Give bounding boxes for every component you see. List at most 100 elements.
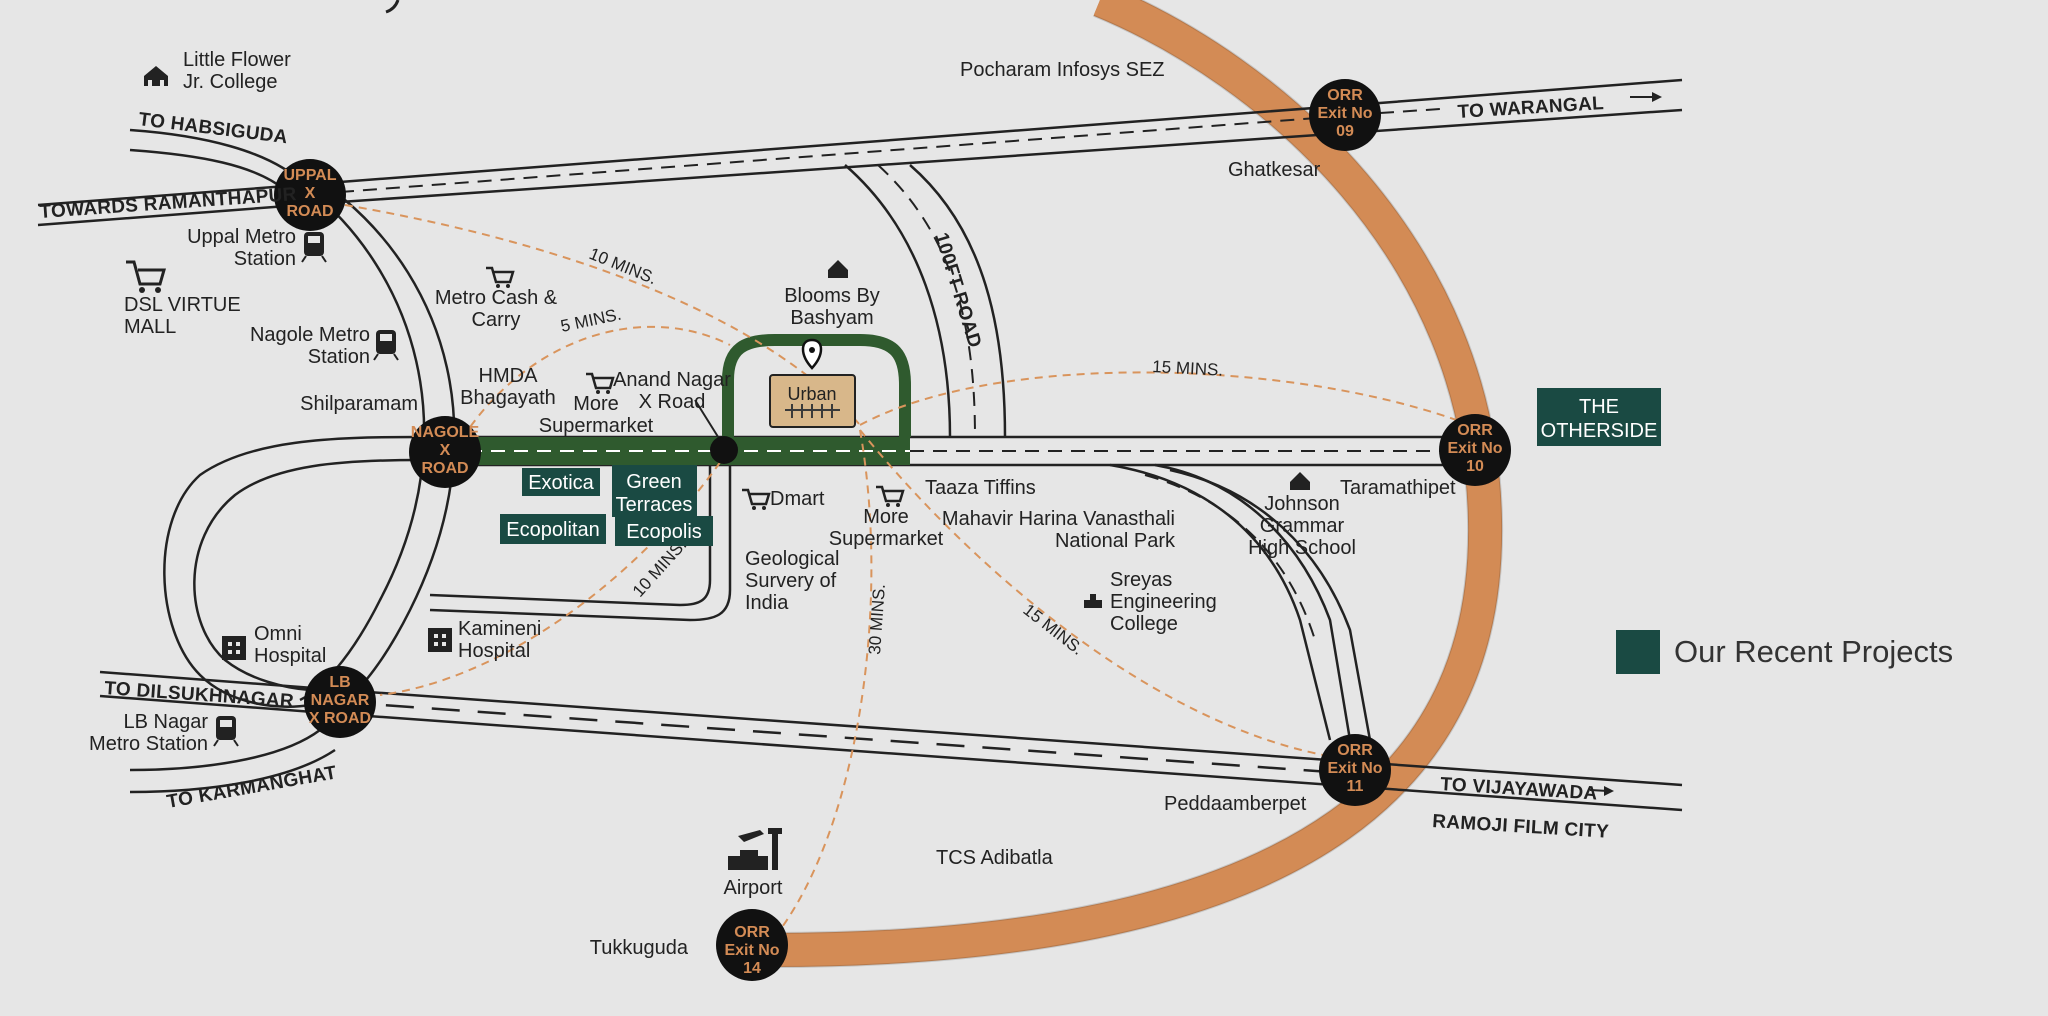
label-towards-ramanthapur: TOWARDS RAMANTHAPUR xyxy=(39,184,297,223)
node-orr-14: ORR Exit No 14 xyxy=(716,909,788,981)
svg-text:Ecopolis: Ecopolis xyxy=(626,521,702,543)
orr11-connector xyxy=(1109,463,1372,741)
svg-text:OTHERSIDE: OTHERSIDE xyxy=(1541,420,1658,442)
svg-text:Metro Cash &: Metro Cash & xyxy=(435,287,558,309)
svg-text:09: 09 xyxy=(1336,123,1354,140)
svg-text:Grammar: Grammar xyxy=(1260,515,1345,537)
svg-text:Engineering: Engineering xyxy=(1110,591,1217,613)
svg-text:Green: Green xyxy=(626,471,682,493)
svg-text:Station: Station xyxy=(308,346,370,368)
urban-logo-text: Urban xyxy=(787,384,836,404)
place-hmda: HMDA Bhagayath xyxy=(460,365,556,409)
svg-text:Terraces: Terraces xyxy=(616,494,693,516)
college-icon xyxy=(1084,594,1102,608)
svg-text:Survery of: Survery of xyxy=(745,570,837,592)
svg-text:Kamineni: Kamineni xyxy=(458,618,541,640)
svg-text:X Road: X Road xyxy=(639,391,706,413)
place-dsl-mall: DSL VIRTUE MALL xyxy=(124,260,241,338)
school-icon xyxy=(144,66,168,86)
svg-text:College: College xyxy=(1110,613,1178,635)
metro-train-icon xyxy=(301,232,327,263)
shopping-cart-icon xyxy=(486,266,515,288)
location-pin-icon xyxy=(801,338,823,370)
svg-text:More: More xyxy=(863,506,909,528)
hospital-icon xyxy=(428,628,452,652)
svg-text:LB Nagar: LB Nagar xyxy=(124,711,209,733)
place-mahavir: Mahavir Harina Vanasthali National Park xyxy=(942,508,1176,552)
project-ecopolitan: Ecopolitan xyxy=(500,514,606,544)
node-nagole: NAGOLE X ROAD xyxy=(409,416,481,488)
metro-train-icon xyxy=(373,330,399,361)
project-ecopolis: Ecopolis xyxy=(615,516,713,546)
place-tukkuguda: Tukkuguda xyxy=(590,937,689,959)
svg-text:Exit No: Exit No xyxy=(1447,440,1502,457)
shopping-cart-icon xyxy=(126,260,166,293)
time-airport: 30 MINS. xyxy=(865,583,889,655)
svg-text:Exit No: Exit No xyxy=(724,942,779,959)
svg-text:Anand Nagar: Anand Nagar xyxy=(613,369,731,391)
legend-label: Our Recent Projects xyxy=(1674,634,1954,669)
project-exotica: Exotica xyxy=(522,468,600,496)
legend-swatch xyxy=(1616,630,1660,674)
project-route xyxy=(445,334,911,465)
svg-text:Nagole Metro: Nagole Metro xyxy=(250,324,370,346)
place-anand-nagar: Anand Nagar X Road xyxy=(613,369,731,413)
svg-text:Mahavir Harina Vanasthali: Mahavir Harina Vanasthali xyxy=(942,508,1175,530)
place-tcs-adibatla: TCS Adibatla xyxy=(936,847,1054,869)
hospital-icon xyxy=(222,636,246,660)
node-lbnagar: LB NAGAR X ROAD xyxy=(304,666,376,738)
svg-text:LB: LB xyxy=(329,674,350,691)
svg-text:Carry: Carry xyxy=(472,309,521,331)
time-uppal: 10 MINS. xyxy=(587,244,660,288)
svg-text:ROAD: ROAD xyxy=(286,203,333,220)
svg-text:10: 10 xyxy=(1466,458,1484,475)
anand-nagar-junction xyxy=(710,436,738,464)
node-uppal: UPPAL X ROAD xyxy=(274,159,346,231)
project-green-terraces: Green Terraces xyxy=(612,465,697,517)
svg-text:Omni: Omni xyxy=(254,623,302,645)
svg-text:Exit No: Exit No xyxy=(1327,760,1382,777)
time-orr11: 15 MINS. xyxy=(1020,600,1088,659)
svg-text:Exotica: Exotica xyxy=(528,472,594,494)
airport-icon xyxy=(728,828,782,870)
svg-text:X ROAD: X ROAD xyxy=(309,710,371,727)
svg-text:ORR: ORR xyxy=(1337,742,1373,759)
school-icon xyxy=(1290,472,1310,490)
place-taramathipet: Taramathipet xyxy=(1340,477,1456,499)
svg-text:Exit No: Exit No xyxy=(1317,105,1372,122)
svg-text:ORR: ORR xyxy=(1327,87,1363,104)
svg-text:THE: THE xyxy=(1579,396,1619,418)
place-more-supermarket-1: More Supermarket xyxy=(539,372,654,437)
place-dmart: Dmart xyxy=(742,488,825,510)
place-peddaamberpet: Peddaamberpet xyxy=(1164,793,1307,815)
svg-text:14: 14 xyxy=(743,960,761,977)
place-metro-cash-carry: Metro Cash & Carry xyxy=(435,266,558,331)
legend: Our Recent Projects xyxy=(1616,630,1953,674)
svg-text:MALL: MALL xyxy=(124,316,176,338)
time-routes xyxy=(344,204,1471,931)
project-the-otherside: THE OTHERSIDE xyxy=(1537,388,1661,446)
svg-text:Little Flower: Little Flower xyxy=(183,49,291,71)
nagole-loop xyxy=(163,435,421,708)
label-to-warangal: TO WARANGAL xyxy=(1457,93,1605,123)
karmanghat-road xyxy=(129,728,336,794)
svg-text:Hospital: Hospital xyxy=(254,645,326,667)
svg-text:National Park: National Park xyxy=(1055,530,1176,552)
place-little-flower: Little Flower Jr. College xyxy=(144,49,291,93)
svg-text:India: India xyxy=(745,592,789,614)
place-taaza-tiffins: Taaza Tiffins xyxy=(925,477,1036,499)
school-icon xyxy=(828,260,848,278)
svg-text:Metro Station: Metro Station xyxy=(89,733,208,755)
svg-text:Sreyas: Sreyas xyxy=(1110,569,1172,591)
place-uppal-metro: Uppal Metro Station xyxy=(187,226,327,270)
svg-text:High School: High School xyxy=(1248,537,1356,559)
svg-text:ROAD: ROAD xyxy=(421,460,468,477)
place-kamineni-hospital: Kamineni Hospital xyxy=(428,618,541,662)
svg-text:X: X xyxy=(440,442,451,459)
svg-text:X: X xyxy=(305,185,316,202)
place-sreyas: Sreyas Engineering College xyxy=(1084,569,1217,635)
svg-text:Blooms By: Blooms By xyxy=(784,285,880,307)
place-pocharam: Pocharam Infosys SEZ xyxy=(960,59,1165,81)
svg-text:Dmart: Dmart xyxy=(770,488,825,510)
